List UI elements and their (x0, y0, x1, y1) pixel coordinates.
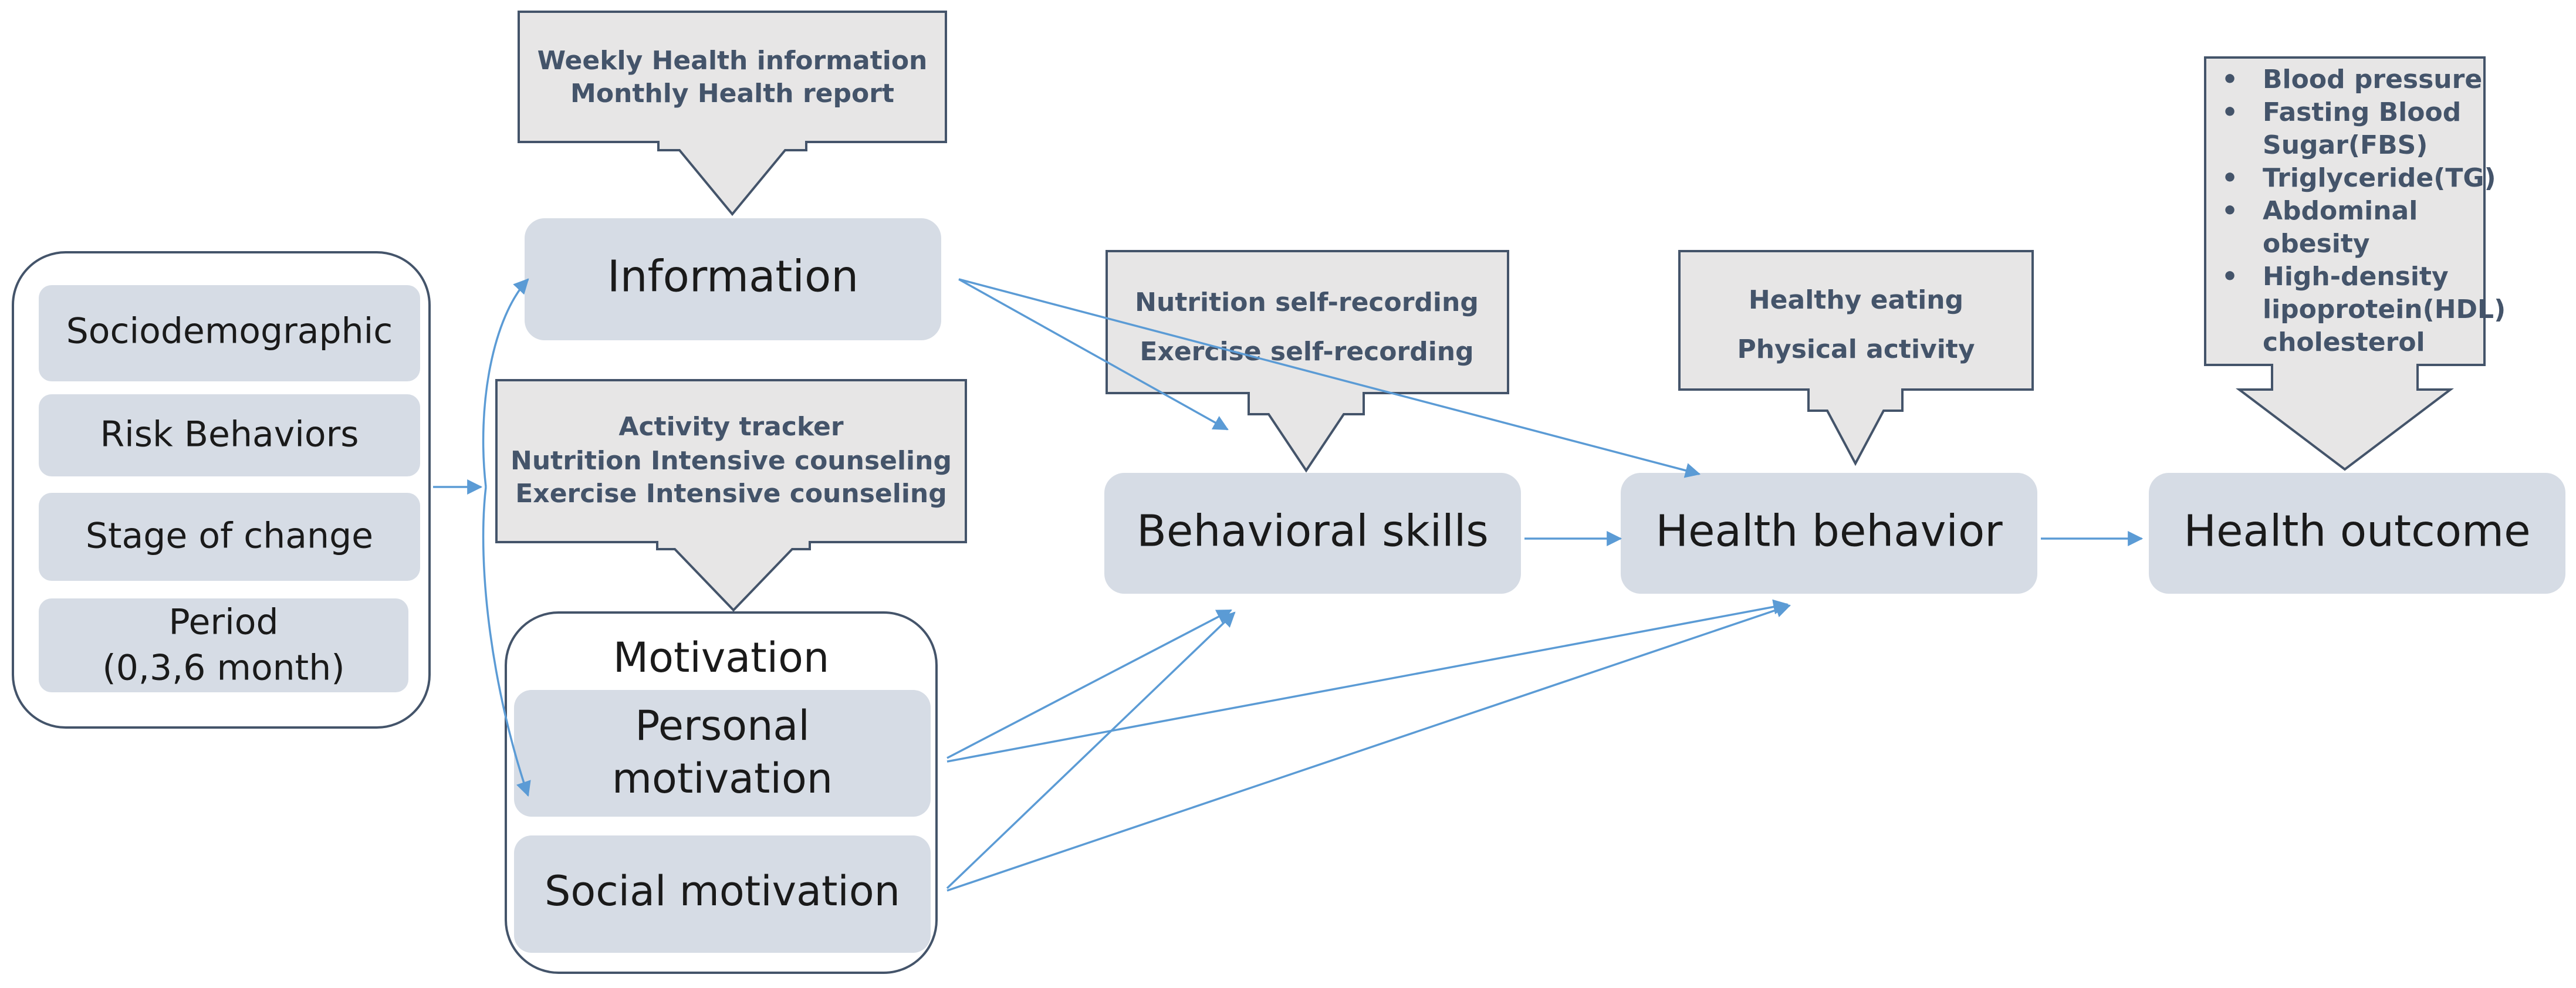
health-behavior-node: Health behavior (1621, 473, 2037, 594)
information-node: Information (525, 218, 941, 340)
arrow-social-to-behavioral-skills (946, 611, 1236, 889)
motivation-group: Motivation Personal motivation Social mo… (505, 611, 938, 974)
behavioral-skills-callout: Nutrition self-recording Exercise self-r… (1106, 250, 1509, 473)
outcome-item-obesity-line-2: obesity (2263, 229, 2370, 259)
social-motivation-box: Social motivation (514, 835, 931, 953)
arrow-branch-to-motivation (482, 486, 531, 797)
health-behavior-callout-line-1: Healthy eating (1749, 285, 1963, 315)
motivation-title: Motivation (613, 634, 830, 682)
outcome-item-hdl-line-1: High-density (2263, 262, 2449, 292)
arrow-information-to-behavioral-skills (958, 278, 1229, 431)
outcome-item-fbs-line-2: Sugar(FBS) (2263, 130, 2428, 160)
behavioral-skills-node: Behavioral skills (1104, 473, 1521, 594)
health-outcome-label: Health outcome (2183, 506, 2530, 557)
personal-motivation-line-1: Personal (635, 702, 810, 750)
health-behavior-callout: Healthy eating Physical activity (1678, 250, 2034, 466)
motivation-callout: Activity tracker Nutrition Intensive cou… (495, 379, 967, 612)
bullet-3: • (2222, 163, 2238, 193)
personal-motivation-line-2: motivation (612, 754, 833, 803)
arrow-social-to-health-behavior (946, 603, 1791, 892)
behavioral-skills-label: Behavioral skills (1137, 506, 1489, 557)
outcome-item-blood-pressure: Blood pressure (2263, 65, 2482, 94)
outcome-bullet-list: • Blood pressure • Fasting Blood Sugar(F… (2222, 65, 2506, 357)
health-outcome-callout: • Blood pressure • Fasting Blood Sugar(F… (2204, 56, 2506, 471)
bullet-4: • (2222, 196, 2238, 226)
outcome-item-hdl-line-3: cholesterol (2263, 327, 2425, 357)
motivation-callout-line-1: Activity tracker (618, 412, 843, 442)
health-behavior-callout-line-2: Physical activity (1737, 334, 1975, 364)
sociodemographic-label: Sociodemographic (66, 311, 393, 352)
motivation-callout-line-2: Nutrition Intensive counseling (511, 446, 952, 476)
period-label: Period (168, 602, 278, 643)
behavioral-skills-callout-line-1: Nutrition self-recording (1135, 287, 1479, 317)
arrow-branch-to-information (482, 278, 529, 488)
health-outcome-node: Health outcome (2149, 473, 2565, 594)
arrow-personal-to-health-behavior (946, 599, 1789, 763)
risk-behaviors-box: Risk Behaviors (39, 394, 420, 476)
stage-of-change-label: Stage of change (86, 516, 373, 557)
arrow-information-to-health-behavior (958, 278, 1701, 478)
outcome-item-obesity-line-1: Abdominal (2263, 196, 2418, 226)
sociodemographic-box: Sociodemographic (39, 285, 420, 381)
connectors (433, 278, 2144, 892)
stage-of-change-box: Stage of change (39, 493, 420, 581)
bullet-5: • (2222, 262, 2238, 292)
predictors-group: Sociodemographic Risk Behaviors Stage of… (12, 251, 431, 729)
risk-behaviors-label: Risk Behaviors (100, 414, 359, 455)
behavioral-skills-callout-line-2: Exercise self-recording (1140, 337, 1473, 367)
information-callout: Weekly Health information Monthly Health… (518, 11, 947, 216)
period-box: Period (0,3,6 month) (39, 598, 408, 692)
outcome-item-fbs-line-1: Fasting Blood (2263, 97, 2461, 127)
social-motivation-label: Social motivation (545, 867, 900, 915)
arrow-personal-to-behavioral-skills (946, 609, 1232, 759)
period-months-label: (0,3,6 month) (102, 648, 344, 689)
health-behavior-label: Health behavior (1655, 506, 2003, 557)
bullet-1: • (2222, 65, 2238, 94)
personal-motivation-box: Personal motivation (514, 690, 931, 817)
information-label: Information (607, 252, 858, 302)
information-callout-line-1: Weekly Health information (537, 46, 928, 76)
motivation-callout-line-3: Exercise Intensive counseling (515, 479, 946, 509)
information-callout-line-2: Monthly Health report (570, 79, 894, 109)
outcome-item-triglyceride: Triglyceride(TG) (2263, 163, 2496, 193)
bullet-2: • (2222, 97, 2238, 127)
outcome-item-hdl-line-2: lipoprotein(HDL) (2263, 295, 2506, 324)
